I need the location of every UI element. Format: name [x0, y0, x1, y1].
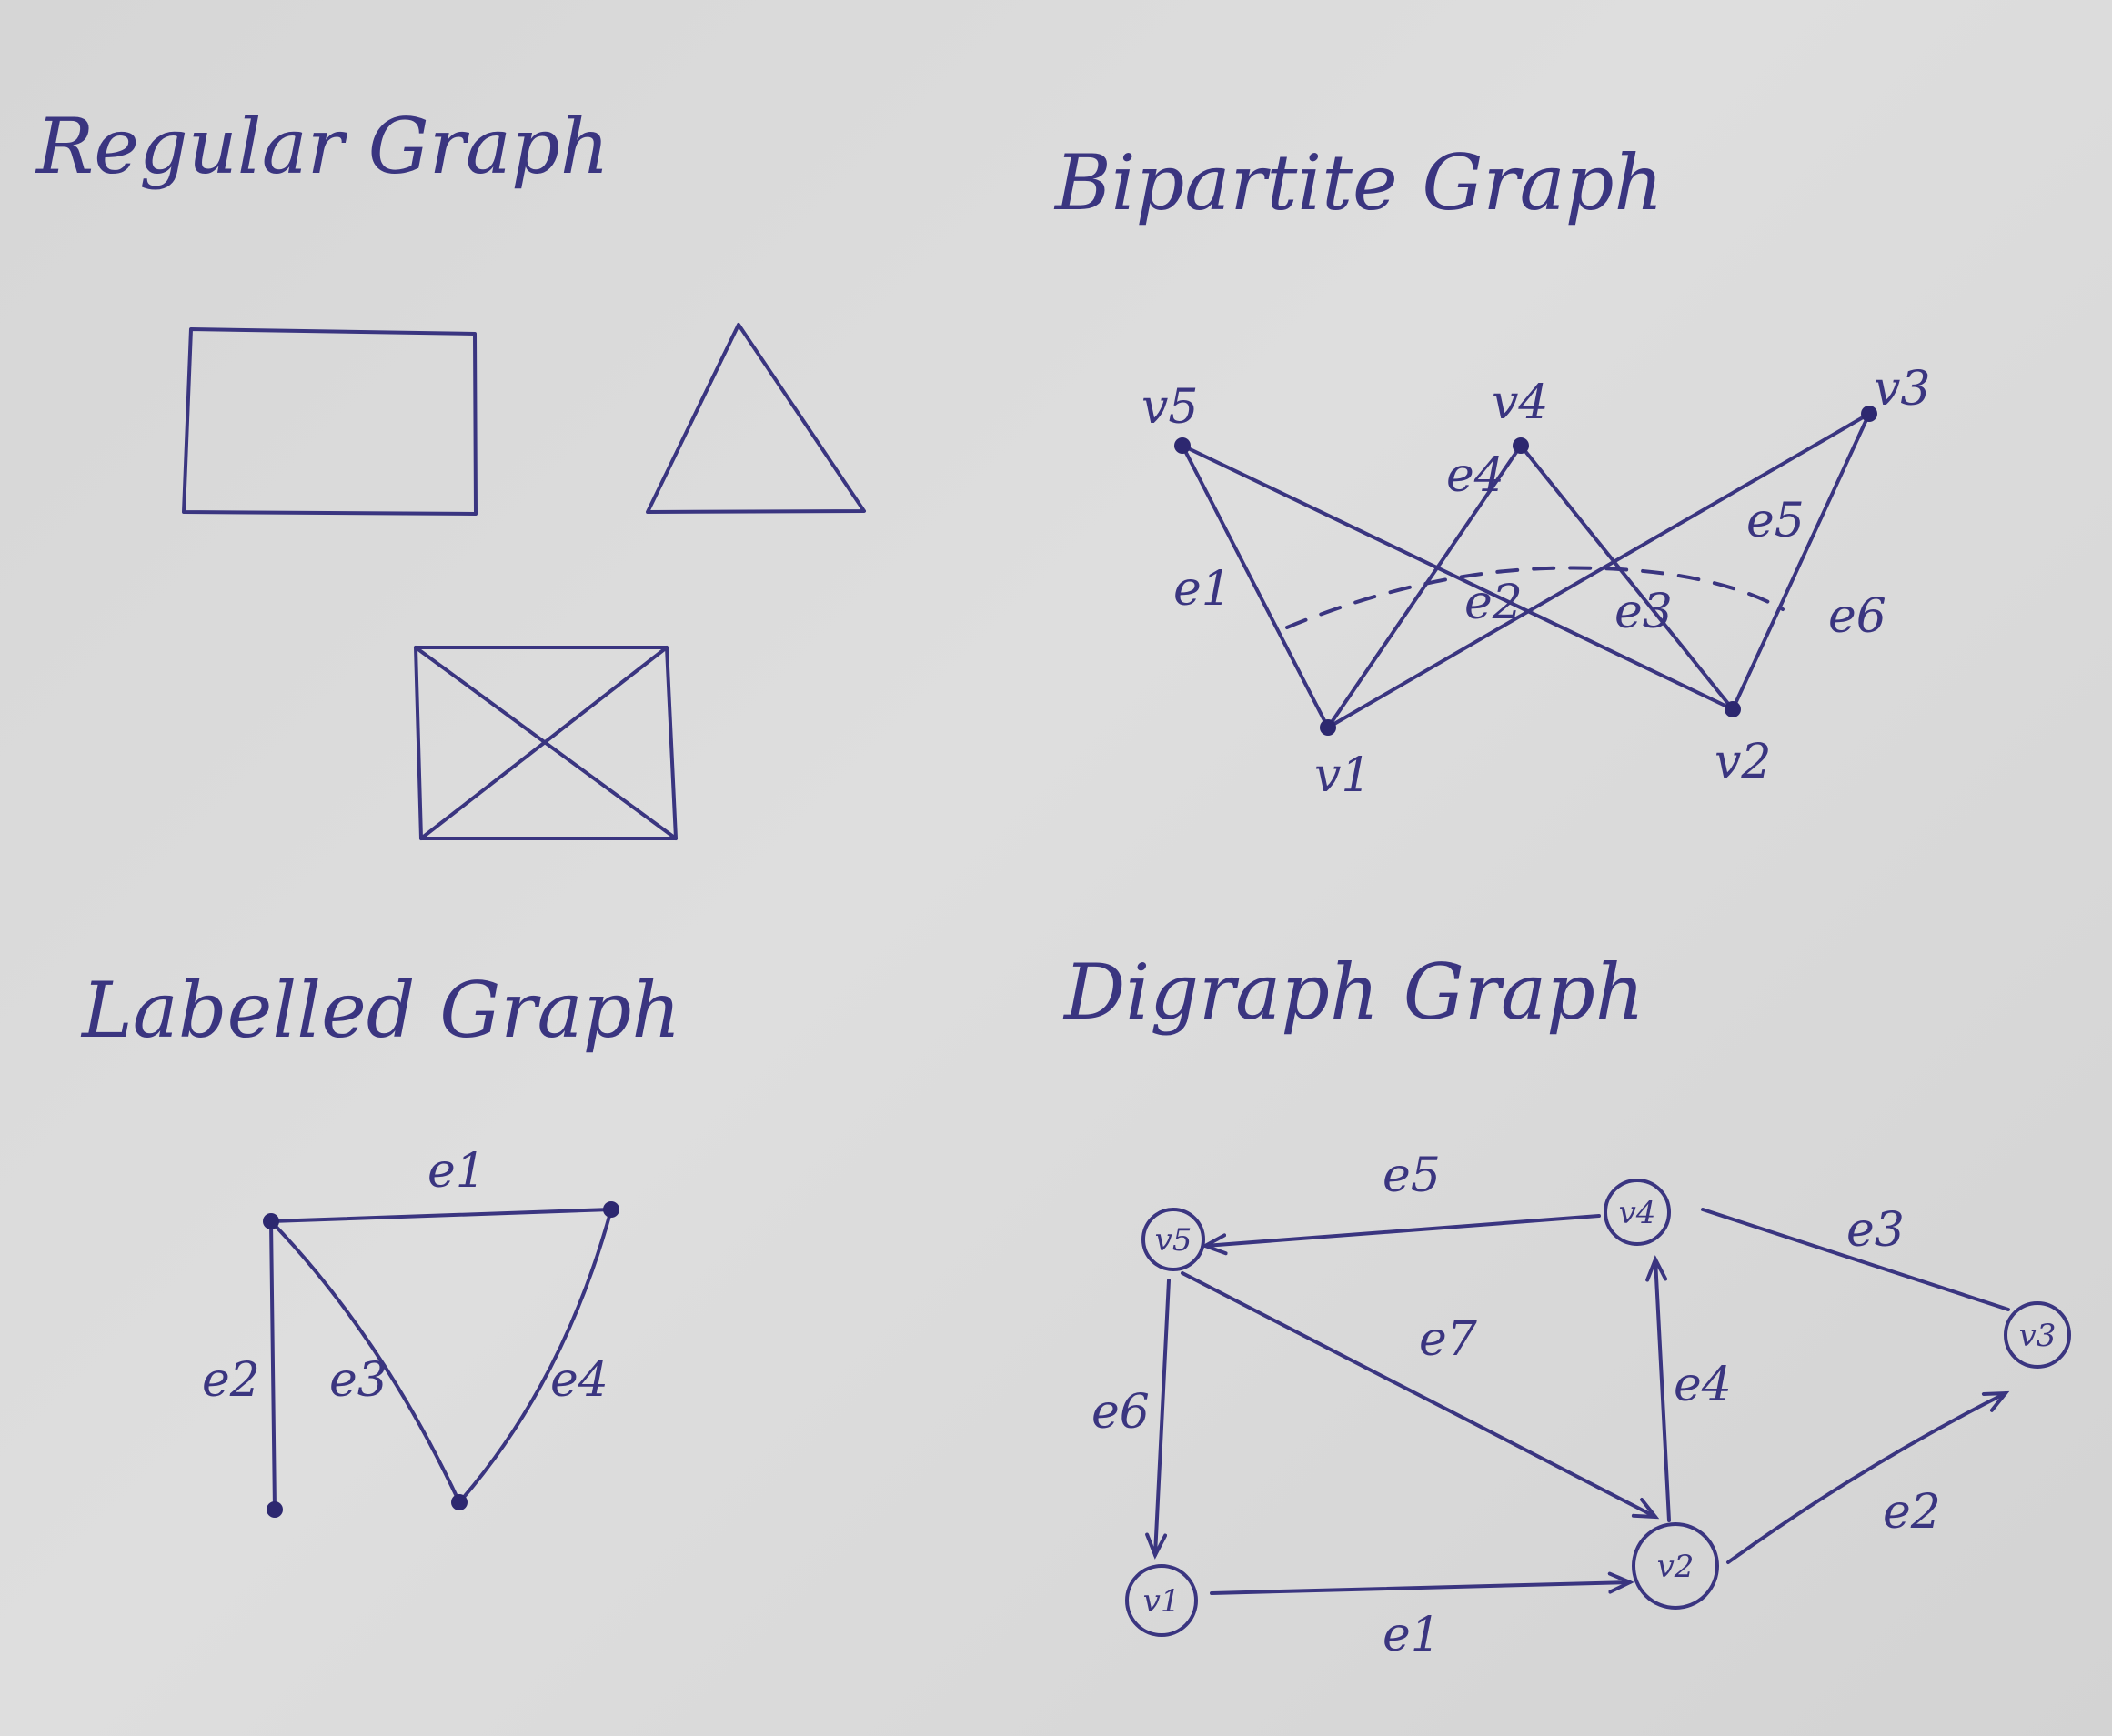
dig-label-v3: v3 [2019, 1318, 2057, 1354]
dig-vertex-v4 [1604, 1179, 1671, 1246]
dig-label-e7: e7 [1419, 1312, 1478, 1367]
labelled-graph: e1 e2 e3 e4 [202, 1144, 619, 1518]
dig-label-e3: e3 [1846, 1203, 1905, 1258]
lab-vertex-d [451, 1494, 468, 1510]
bip-edge-v5-v2 [1181, 444, 1735, 711]
lab-label-e2: e2 [202, 1353, 260, 1408]
dig-vertex-v5 [1141, 1208, 1205, 1271]
regular-rectangle [182, 327, 478, 516]
bip-label-v1: v1 [1314, 748, 1371, 803]
lab-edge-e3 [269, 1219, 461, 1504]
bip-label-v4: v4 [1492, 376, 1548, 430]
bip-label-v2: v2 [1715, 735, 1771, 789]
bip-edge-v3-v2 [1731, 412, 1871, 711]
regular-complete-k4 [414, 646, 678, 840]
bip-label-e5: e5 [1746, 494, 1805, 548]
lab-vertex-a [263, 1213, 279, 1229]
dig-edge-e1 [1210, 1571, 1634, 1595]
bip-edge-v1-v4 [1326, 444, 1523, 729]
dig-edge-e5 [1201, 1214, 1601, 1256]
dig-edge-e3 [1701, 1208, 2010, 1311]
title-bipartite-graph: Bipartite Graph [1053, 138, 1664, 227]
bip-vertex-v2 [1725, 701, 1741, 717]
bip-edge-v5-v1 [1181, 444, 1330, 729]
bip-partition-dashes [1285, 566, 1785, 629]
dig-label-v4: v4 [1619, 1195, 1656, 1231]
digraph: v5 v4 v3 v2 v1 e5 e3 e7 e4 e6 e2 e1 [1091, 1149, 2071, 1662]
dig-label-v5: v5 [1155, 1222, 1192, 1259]
bip-label-e6: e6 [1828, 589, 1886, 644]
lab-edge-e2 [269, 1219, 277, 1511]
regular-graph [182, 323, 866, 840]
bip-vertex-v4 [1513, 437, 1529, 454]
dig-label-v2: v2 [1657, 1549, 1695, 1585]
dig-edge-e7 [1181, 1271, 1660, 1520]
bip-label-e2: e2 [1464, 576, 1523, 630]
lab-vertex-b [603, 1201, 619, 1218]
lab-label-e4: e4 [550, 1353, 608, 1408]
dig-label-v1: v1 [1143, 1583, 1181, 1620]
title-digraph-graph: Digraph Graph [1062, 948, 1644, 1037]
dig-label-e1: e1 [1383, 1608, 1441, 1662]
bip-label-e4: e4 [1446, 448, 1504, 503]
lab-label-e3: e3 [329, 1353, 387, 1408]
regular-triangle [646, 323, 866, 514]
dig-label-e4: e4 [1674, 1358, 1732, 1412]
dig-label-e5: e5 [1383, 1149, 1441, 1203]
bip-label-v3: v3 [1874, 362, 1930, 416]
dig-edge-e2 [1726, 1390, 2010, 1564]
title-regular-graph: Regular Graph [35, 102, 609, 191]
bip-edge-v4-v2 [1519, 444, 1735, 711]
bip-label-e3: e3 [1614, 585, 1673, 639]
dig-vertex-v1 [1125, 1564, 1198, 1637]
lab-edge-e1 [269, 1208, 613, 1223]
dig-vertex-v2 [1632, 1522, 1719, 1610]
bip-label-e1: e1 [1173, 562, 1232, 617]
bip-vertex-v5 [1174, 437, 1191, 454]
lab-edge-e4 [458, 1208, 613, 1504]
dig-edge-e6 [1145, 1279, 1171, 1560]
bip-label-v5: v5 [1141, 380, 1198, 435]
k4-diagonal-2 [419, 646, 669, 840]
title-labelled-graph: Labelled Graph [80, 966, 680, 1055]
dig-edge-e4 [1645, 1255, 1671, 1522]
lab-vertex-c [267, 1501, 283, 1518]
bip-vertex-v3 [1861, 406, 1877, 422]
bip-edge-v1-v3 [1326, 412, 1871, 729]
lab-label-e1: e1 [427, 1144, 486, 1199]
bipartite-graph: v5 v4 v3 v1 v2 e1 e2 e3 e4 e5 e6 [1141, 362, 1930, 803]
bip-vertex-v1 [1320, 719, 1336, 736]
dig-label-e2: e2 [1883, 1485, 1941, 1540]
dig-vertex-v3 [2004, 1301, 2071, 1369]
dig-label-e6: e6 [1091, 1385, 1150, 1440]
